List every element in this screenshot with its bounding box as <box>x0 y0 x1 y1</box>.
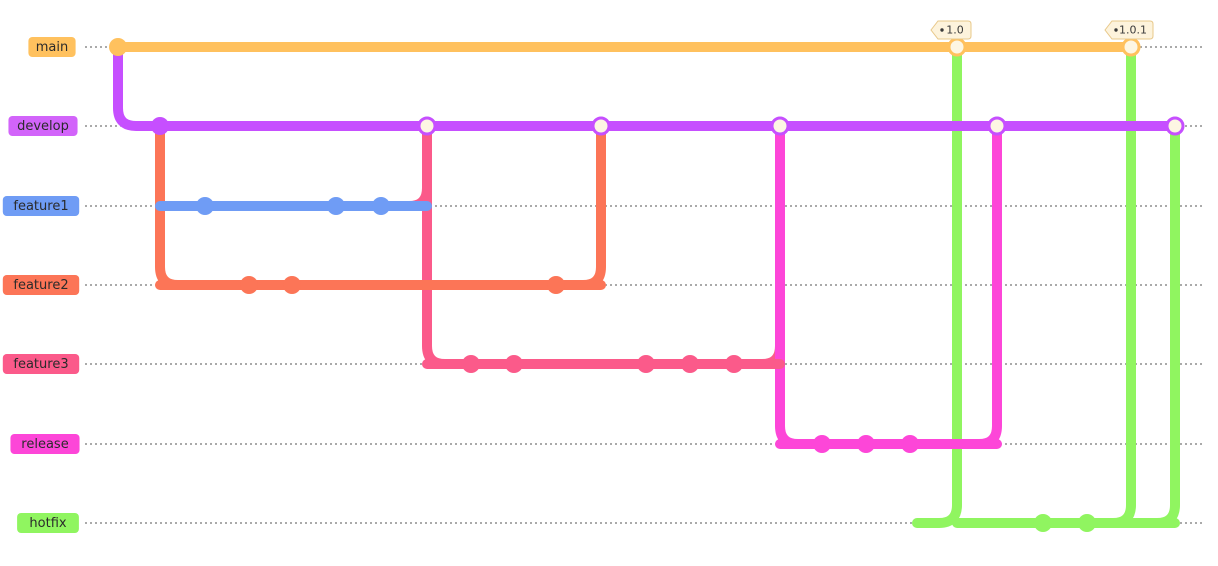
branch-label-pill <box>2 275 80 295</box>
commit-nodes-group <box>109 37 1185 532</box>
branch-label-text: develop <box>17 119 69 134</box>
tag-shape <box>1104 20 1154 40</box>
connector-main-to-develop <box>113 42 205 131</box>
branch-label-text: main <box>36 40 68 55</box>
branch-label-pill <box>10 434 80 454</box>
commit-node-c-main-0[interactable] <box>109 38 127 56</box>
commit-node-c-f2-2[interactable] <box>283 276 301 294</box>
commit-node-c-f3-5[interactable] <box>725 355 743 373</box>
branch-labels-group: main develop feature1 feature2 feature3 relea… <box>2 37 80 533</box>
branch-label-feature1[interactable]: feature1 <box>2 196 80 216</box>
commit-node-c-f3-1[interactable] <box>462 355 480 373</box>
branch-label-pill <box>2 196 80 216</box>
branch-label-pill <box>8 116 78 136</box>
commit-node-c-hot-1[interactable] <box>1034 514 1052 532</box>
commit-node-c-f1-2[interactable] <box>327 197 345 215</box>
commit-node-c-f1-1[interactable] <box>196 197 214 215</box>
branch-label-text: release <box>21 437 68 452</box>
connector-develop-to-feature3 <box>422 121 511 369</box>
commit-node-c-hot-2[interactable] <box>1078 514 1096 532</box>
merge-node-m-develop-release[interactable] <box>987 116 1007 136</box>
tags-group: 1.0 1.0.1 <box>930 20 1154 40</box>
branch-label-feature2[interactable]: feature2 <box>2 275 80 295</box>
branch-label-pill <box>2 354 80 374</box>
connector-hotfix-to-develop <box>1130 121 1180 528</box>
connector-feature1-to-develop <box>382 121 432 211</box>
commit-node-c-f3-3[interactable] <box>637 355 655 373</box>
tag-label: 1.0 <box>946 24 964 37</box>
branch-label-pill <box>17 513 79 533</box>
tag-tag-1-0[interactable]: 1.0 <box>930 20 972 40</box>
branch-label-develop[interactable]: develop <box>8 116 78 136</box>
branch-label-text: feature3 <box>13 357 68 372</box>
commit-node-c-f3-2[interactable] <box>505 355 523 373</box>
commit-node-c-f2-3[interactable] <box>547 276 565 294</box>
branch-label-pill <box>28 37 76 57</box>
merge-node-m-main-release[interactable] <box>947 37 967 57</box>
tag-tag-1-0-1[interactable]: 1.0.1 <box>1104 20 1154 40</box>
commit-node-c-rel-1[interactable] <box>813 435 831 453</box>
tag-label: 1.0.1 <box>1119 24 1147 37</box>
merge-node-m-develop-f3[interactable] <box>770 116 790 136</box>
branch-label-hotfix[interactable]: hotfix <box>17 513 79 533</box>
tag-dot-icon <box>1114 28 1118 32</box>
branch-label-text: hotfix <box>29 516 66 531</box>
commit-node-c-rel-2[interactable] <box>857 435 875 453</box>
branch-label-feature3[interactable]: feature3 <box>2 354 80 374</box>
connector-release-to-main <box>912 42 962 528</box>
branch-label-release[interactable]: release <box>10 434 80 454</box>
merge-node-m-develop-f1[interactable] <box>417 116 437 136</box>
commit-node-c-f1-3[interactable] <box>372 197 390 215</box>
connector-feature3-to-develop <box>735 121 785 369</box>
branch-label-text: feature2 <box>13 278 68 293</box>
commit-node-c-rel-3[interactable] <box>901 435 919 453</box>
tag-dot-icon <box>940 28 944 32</box>
merge-node-m-develop-f2[interactable] <box>591 116 611 136</box>
tag-shape <box>930 20 972 40</box>
commit-node-c-develop-0[interactable] <box>151 117 169 135</box>
merge-node-m-main-hotfix[interactable] <box>1121 37 1141 57</box>
commit-node-c-f3-4[interactable] <box>681 355 699 373</box>
commit-node-c-f2-1[interactable] <box>240 276 258 294</box>
branch-label-text: feature1 <box>13 199 68 214</box>
branch-label-main[interactable]: main <box>28 37 76 57</box>
merge-node-m-develop-hotfix[interactable] <box>1165 116 1185 136</box>
